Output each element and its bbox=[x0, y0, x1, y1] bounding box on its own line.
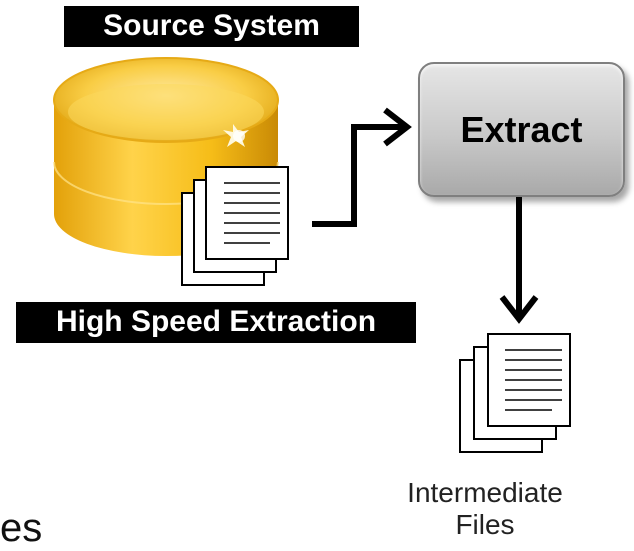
extract-label: Extract bbox=[460, 108, 583, 150]
database-icon bbox=[53, 57, 279, 256]
intermediate-line-2: Files bbox=[455, 509, 515, 541]
document-lines bbox=[224, 182, 280, 244]
document-stack-icon bbox=[459, 333, 571, 453]
arrow-to-extract bbox=[312, 107, 412, 227]
high-speed-extraction-label: High Speed Extraction bbox=[16, 302, 416, 343]
intermediate-line-1: Intermediate bbox=[407, 477, 563, 508]
document-stack-icon bbox=[181, 166, 289, 286]
document-lines bbox=[505, 349, 562, 411]
clipped-text-fragment: es bbox=[0, 506, 43, 550]
intermediate-files-label: Intermediate Files bbox=[370, 477, 600, 541]
extract-step-box: Extract bbox=[418, 62, 625, 197]
arrow-to-files bbox=[499, 197, 539, 324]
source-system-label: Source System bbox=[64, 6, 359, 47]
